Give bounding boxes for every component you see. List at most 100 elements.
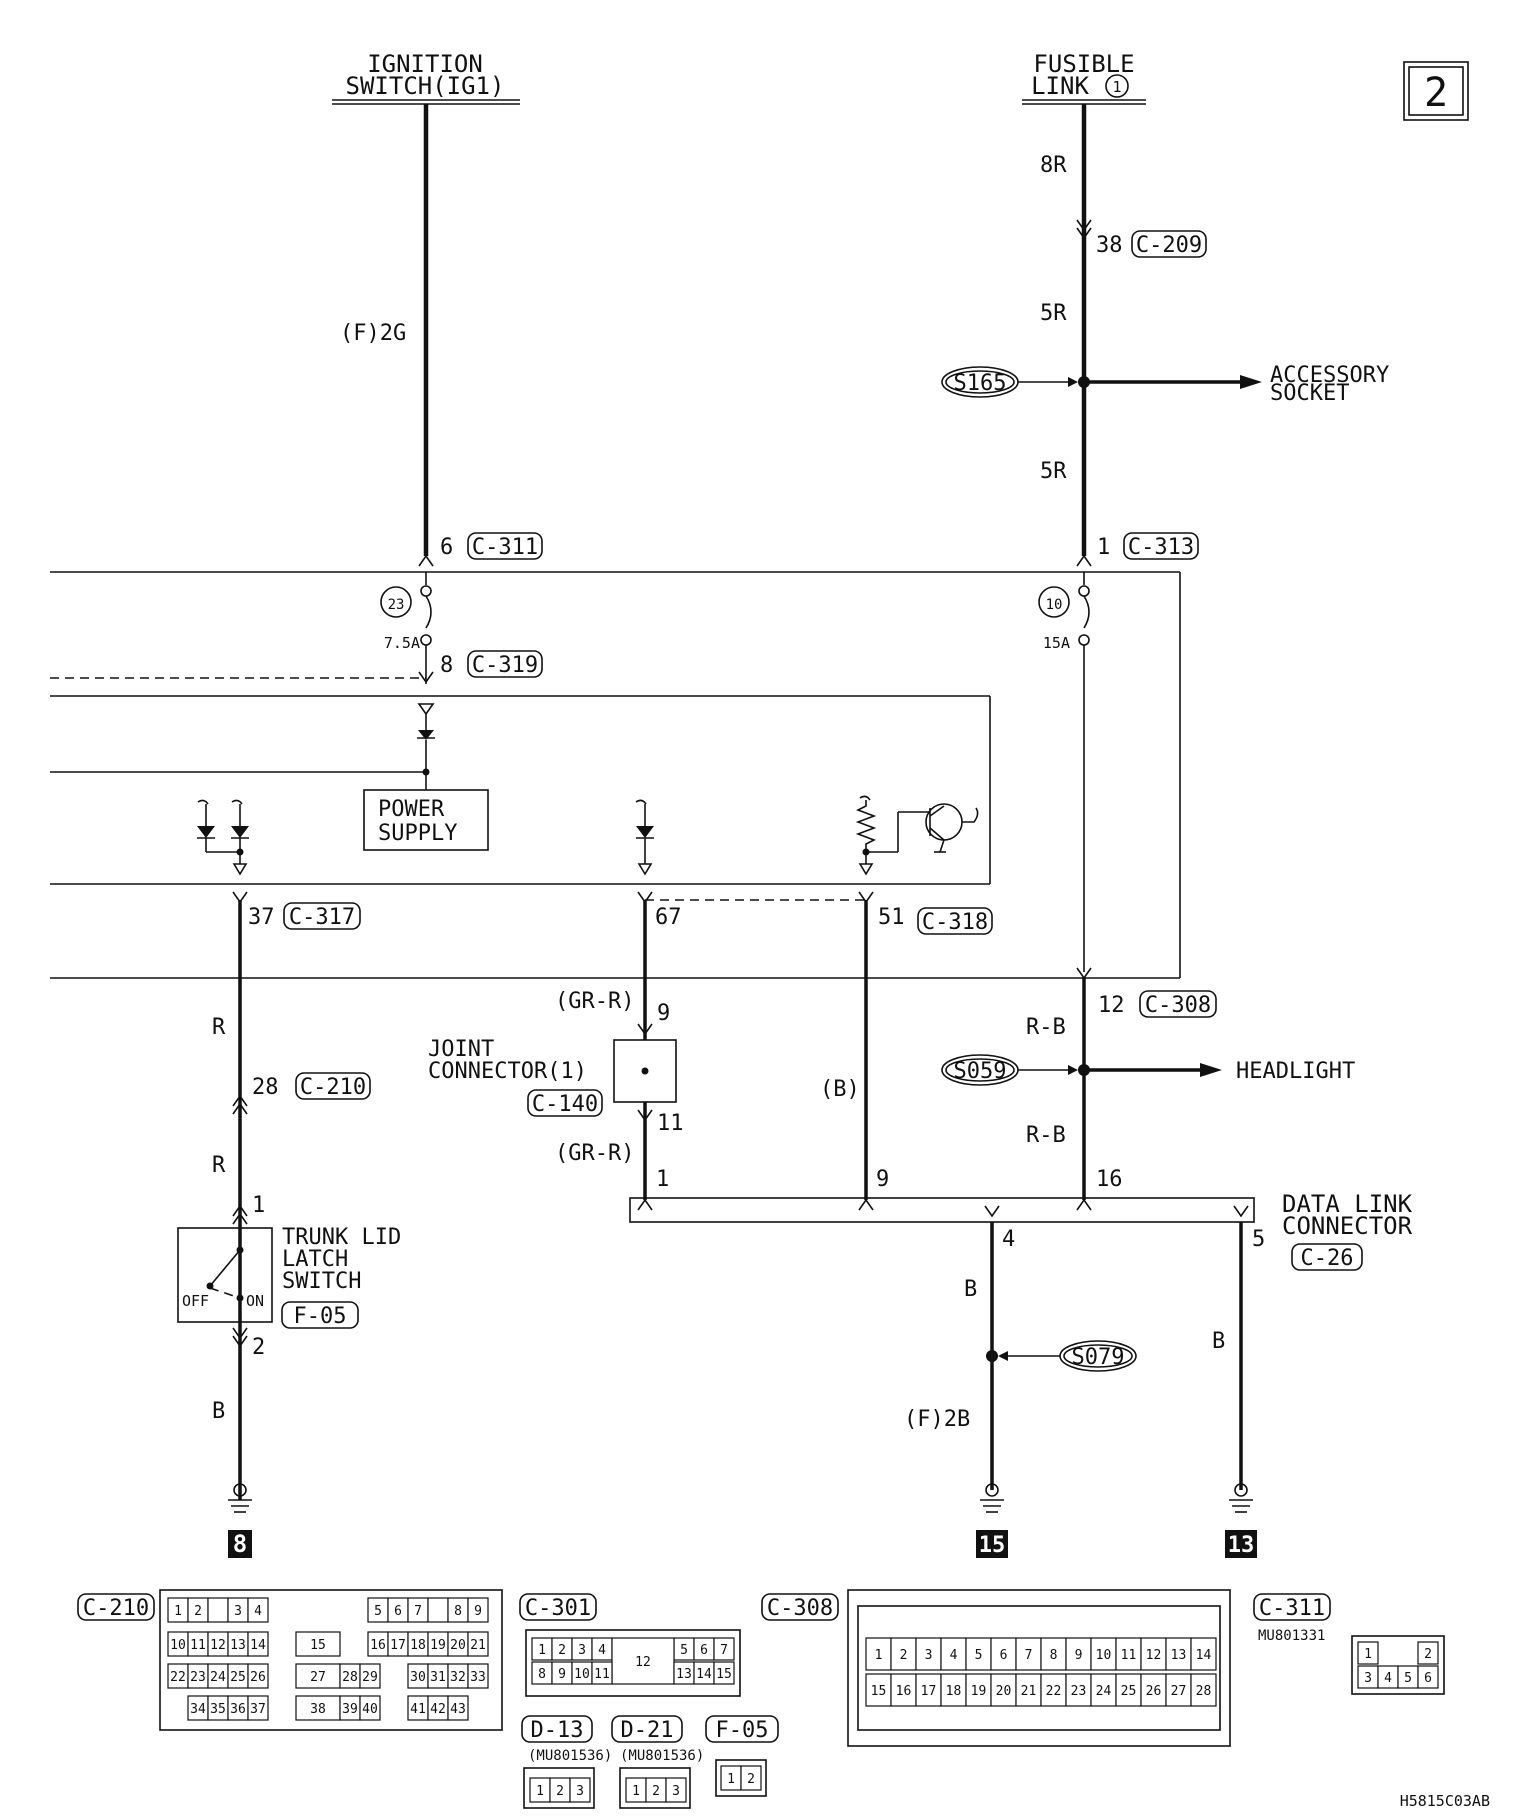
c308-cell	[1115, 1637, 1142, 1671]
c308-cell	[1190, 1673, 1217, 1707]
d21-view-label: D-21	[621, 1718, 674, 1743]
c311-part-number: MU801331	[1258, 1628, 1325, 1644]
c308-cell	[1190, 1637, 1217, 1671]
connector-c26: C-26	[1301, 1246, 1354, 1271]
fusible-title-line2: LINK	[1031, 72, 1089, 100]
c308-pin: 2	[900, 1648, 908, 1663]
c308-pin: 1	[875, 1648, 883, 1663]
c308-cell	[1165, 1637, 1192, 1671]
c210-pin: 34	[190, 1702, 206, 1717]
c210-pin: 12	[210, 1638, 226, 1653]
splice-s165-label: S165	[954, 371, 1007, 396]
data-link-line2: CONNECTOR	[1282, 1212, 1413, 1240]
ground-13: 13	[1225, 1483, 1257, 1558]
wire-label-rb-a: R-B	[1026, 1015, 1066, 1040]
c210-pin: 1	[174, 1604, 182, 1619]
c210-pin: 41	[410, 1702, 426, 1717]
c210-pin: 9	[474, 1604, 482, 1619]
c308-pin: 13	[1171, 1648, 1187, 1663]
c210-pin: 20	[450, 1638, 466, 1653]
etacs-module: POWER SUPPLY	[50, 695, 991, 885]
joint-connector: JOINT CONNECTOR(1) C-140	[428, 1037, 677, 1117]
trunk-switch-line2: LATCH	[282, 1247, 348, 1272]
connector-c308: C-308	[1145, 993, 1211, 1018]
c308-cell	[915, 1673, 942, 1707]
joint-connector-line1: JOINT	[428, 1037, 494, 1062]
c308-pin: 21	[1021, 1684, 1037, 1699]
wire-label-ig: (F)2G	[340, 321, 406, 346]
d13-cell	[569, 1777, 591, 1803]
c308-cell	[1065, 1637, 1092, 1671]
c308-cell	[865, 1673, 892, 1707]
d13-pin: 1	[536, 1784, 544, 1799]
c210-cell	[247, 1597, 269, 1623]
wire-label-r-a: R	[212, 1015, 226, 1040]
fuse-10-amp: 15A	[1043, 634, 1070, 652]
pin-37: 37	[248, 905, 275, 930]
c308-cell	[890, 1673, 917, 1707]
pin-67: 67	[655, 905, 682, 930]
c210-pin: 23	[190, 1670, 206, 1685]
c308-cell	[1140, 1673, 1167, 1707]
wire-label-8r: 8R	[1040, 153, 1067, 178]
c308-cell	[965, 1673, 992, 1707]
c210-pin: 43	[450, 1702, 466, 1717]
pin-4: 4	[1002, 1227, 1015, 1252]
c308-pin: 16	[896, 1684, 912, 1699]
pin-12: 12	[1098, 993, 1125, 1018]
c301-pin: 15	[716, 1667, 732, 1682]
c308-pin: 17	[921, 1684, 937, 1699]
c308-cell	[1115, 1673, 1142, 1707]
c308-cell	[890, 1637, 917, 1671]
fuse-23-amp: 7.5A	[384, 634, 420, 652]
c301-pin: 6	[700, 1643, 708, 1658]
c308-pin: 3	[925, 1648, 933, 1663]
pin-2-trunk: 2	[252, 1335, 265, 1360]
wire-label-grr-b: (GR-R)	[555, 1141, 634, 1166]
pin-16: 16	[1096, 1167, 1123, 1192]
pin-9-joint: 9	[657, 1001, 670, 1026]
c308-pin: 12	[1146, 1648, 1162, 1663]
c308-cell	[1015, 1637, 1042, 1671]
c210-pin: 36	[230, 1702, 246, 1717]
pin-1-trunk: 1	[252, 1193, 265, 1218]
c210-pin: 37	[250, 1702, 266, 1717]
c210-pin: 35	[210, 1702, 226, 1717]
pin-9-dlc: 9	[876, 1167, 889, 1192]
c308-pin: 22	[1046, 1684, 1062, 1699]
power-supply-line1: POWER	[378, 797, 445, 822]
c210-pin: 6	[394, 1604, 402, 1619]
d13-view-label: D-13	[531, 1718, 584, 1743]
c301-pin: 1	[538, 1643, 546, 1658]
c308-pin: 14	[1196, 1648, 1212, 1663]
c210-pin: 28	[342, 1670, 358, 1685]
c301-pin: 8	[538, 1667, 546, 1682]
c308-cell	[865, 1637, 892, 1671]
c308-pin: 11	[1121, 1648, 1137, 1663]
c308-pin: 7	[1025, 1648, 1033, 1663]
c308-cell	[1040, 1673, 1067, 1707]
d13-pin: 3	[576, 1784, 584, 1799]
c210-cell	[247, 1695, 269, 1721]
c311-view-label: C-311	[1259, 1596, 1325, 1621]
ground-8-label: 8	[233, 1530, 247, 1558]
page-number-box: 2	[1403, 61, 1469, 121]
c210-pin: 39	[342, 1702, 358, 1717]
switch-off-label: OFF	[182, 1292, 209, 1310]
switch-on-label: ON	[246, 1292, 264, 1310]
c311-pin: 1	[1364, 1647, 1372, 1662]
wire-label-b-5: B	[1212, 1329, 1225, 1354]
fuse-10-number: 10	[1046, 597, 1063, 613]
c210-cell	[247, 1631, 269, 1657]
c301-cell	[713, 1637, 735, 1661]
fusible-link-number: 1	[1112, 78, 1121, 96]
d21-pin: 1	[632, 1784, 640, 1799]
c210-pin: 10	[170, 1638, 186, 1653]
connector-c317: C-317	[289, 905, 355, 930]
pin-8: 8	[440, 653, 453, 678]
c210-cell	[467, 1597, 489, 1623]
wire-label-5r-a: 5R	[1040, 301, 1067, 326]
connector-c209: C-209	[1136, 233, 1202, 258]
data-link-line1: DATA LINK	[1282, 1190, 1413, 1218]
